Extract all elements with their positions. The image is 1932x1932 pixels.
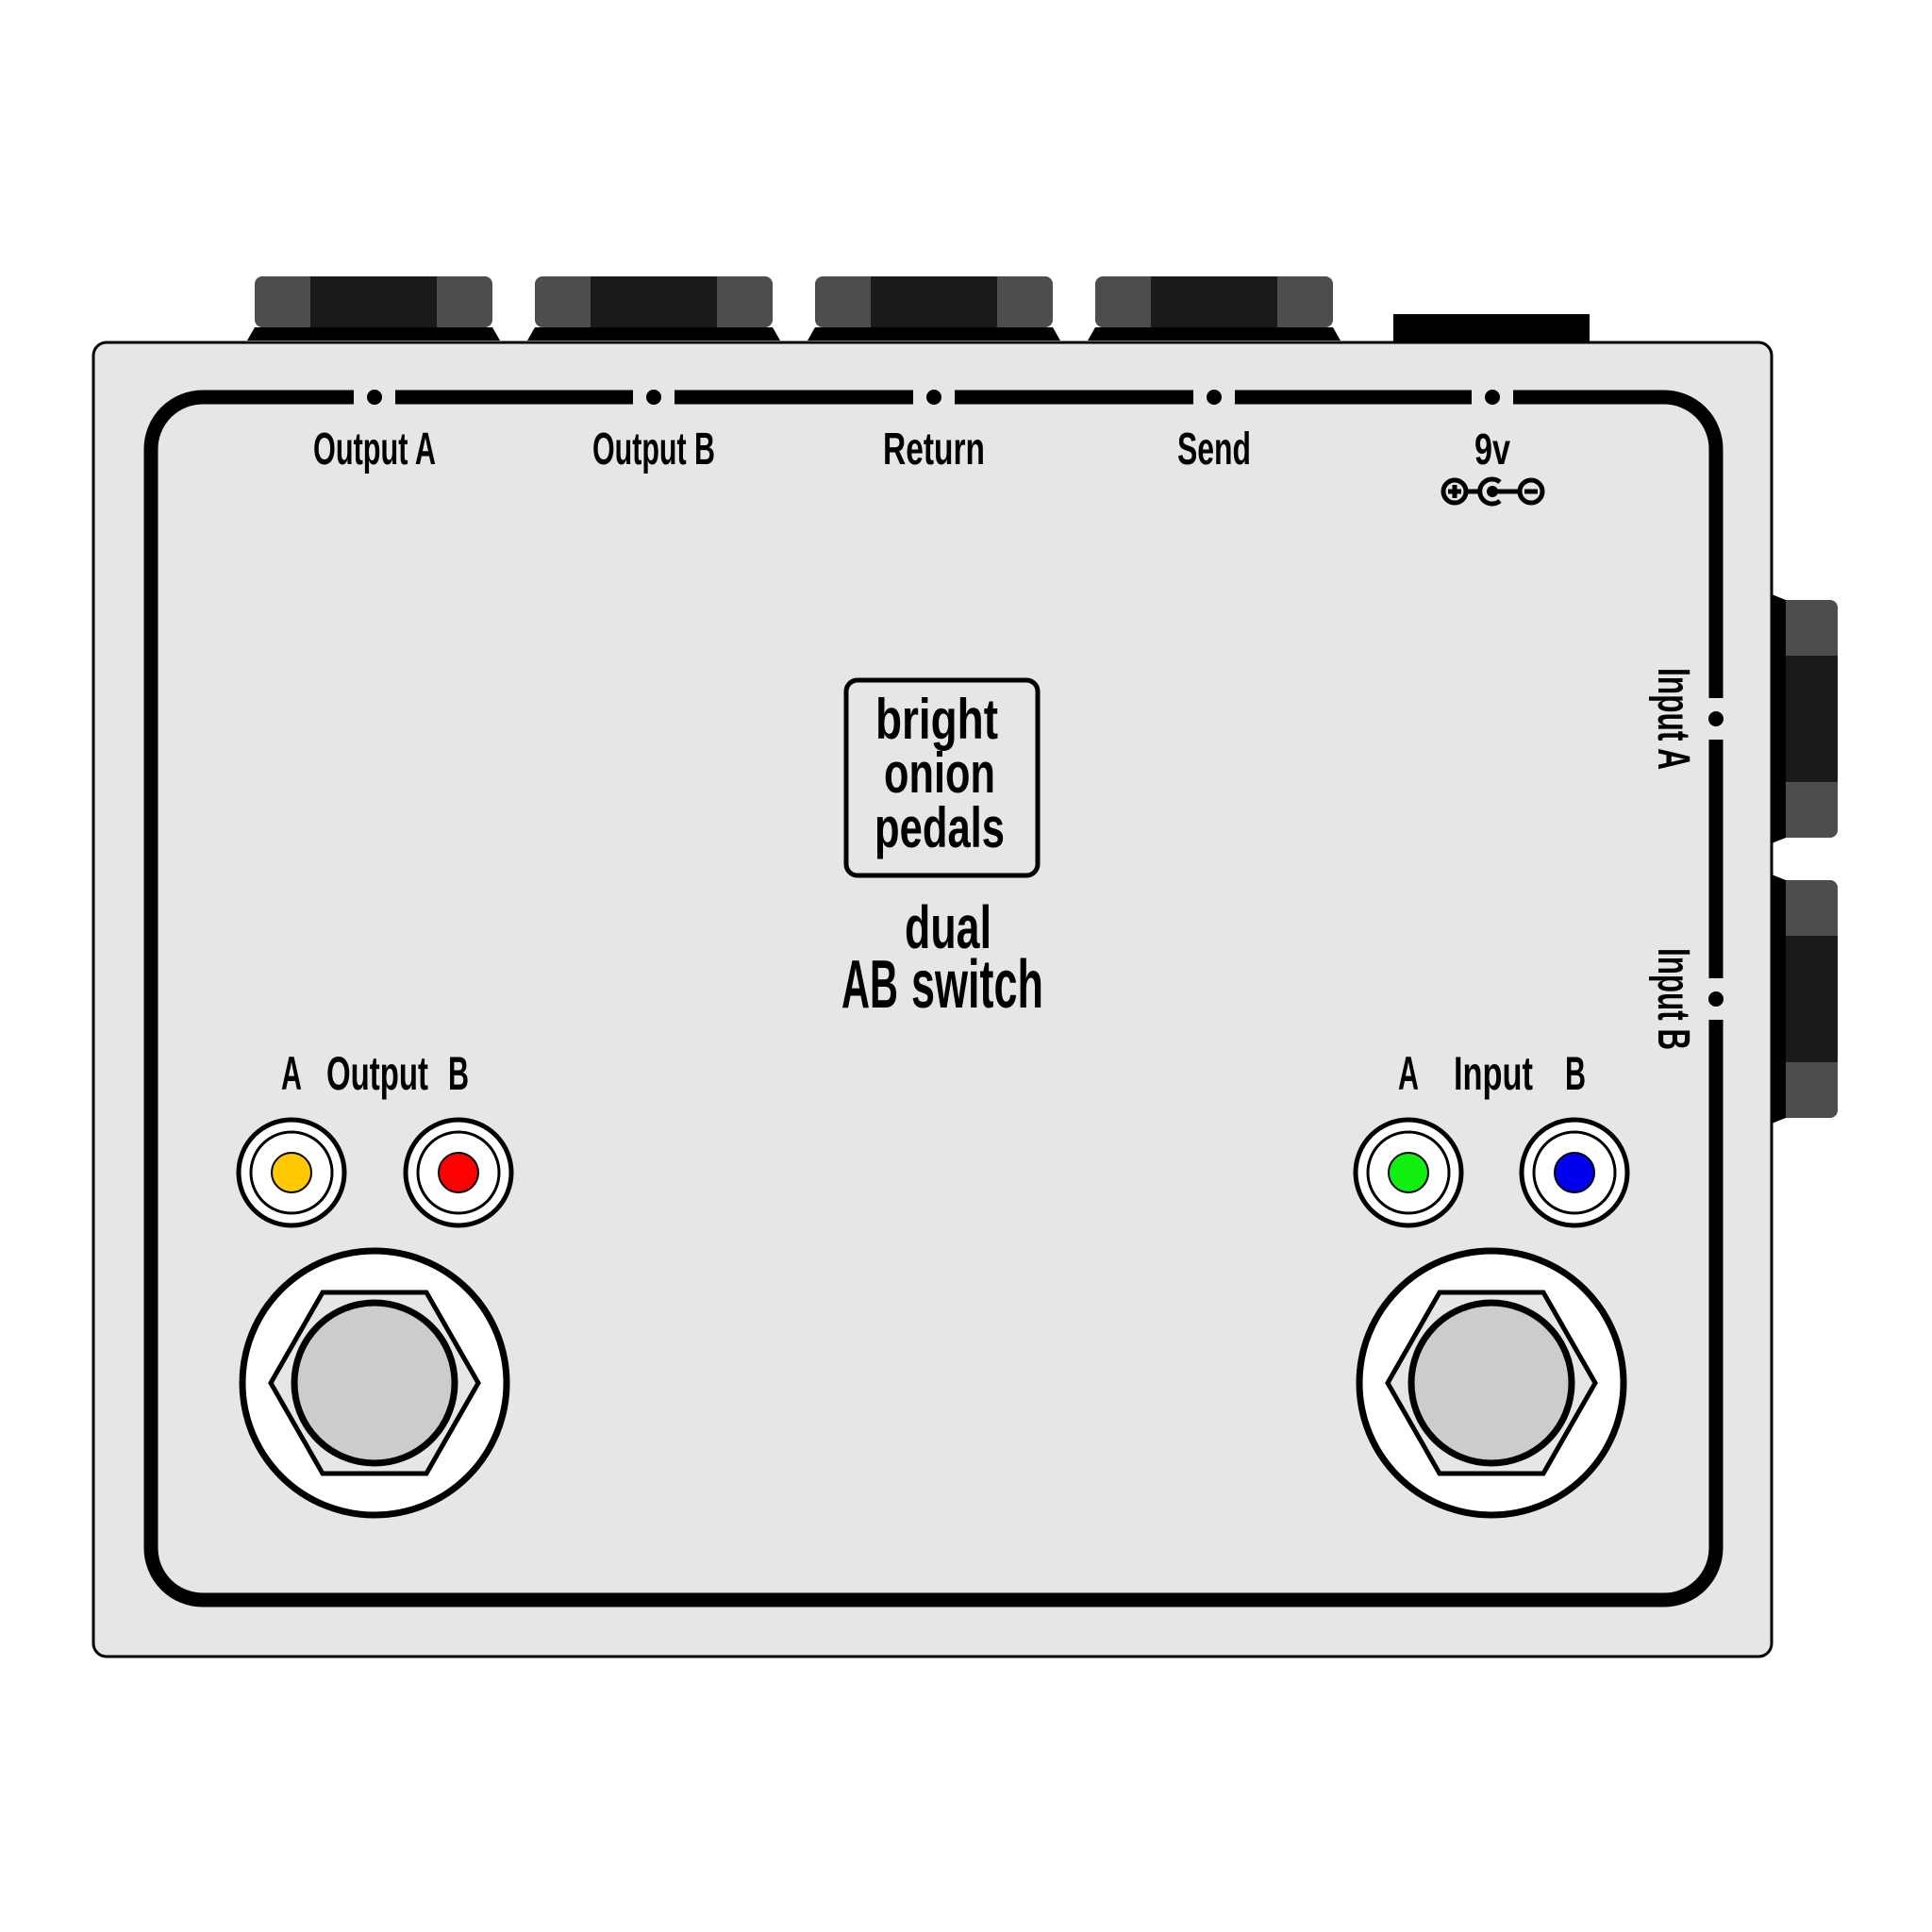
brand-logo: bright onion pedals: [843, 677, 1041, 878]
label-input-title: Input: [1454, 1047, 1533, 1100]
label-send: Send: [1177, 425, 1251, 475]
led-output-b-light: [438, 1152, 479, 1193]
dc-polarity-icon: [1441, 476, 1545, 507]
jack-output-a[interactable]: [247, 276, 500, 341]
label-output-led-b: B: [448, 1047, 469, 1100]
jack-return[interactable]: [808, 276, 1060, 341]
jack-input-a[interactable]: [1772, 594, 1838, 843]
label-input-b: Input B: [1648, 948, 1698, 1050]
logo-line-onion: onion: [884, 741, 995, 805]
label-9v: 9v: [1474, 425, 1510, 474]
product-ab: AB: [841, 947, 898, 1023]
led-output-a-light: [271, 1152, 312, 1193]
label-output-led-a: A: [281, 1047, 302, 1100]
enclosure: [92, 341, 1774, 1658]
label-output-b: Output B: [592, 425, 715, 475]
jack-send[interactable]: [1088, 276, 1341, 341]
led-input-b-light: [1554, 1152, 1595, 1193]
jack-input-b[interactable]: [1772, 874, 1838, 1124]
top-jack-markers: [354, 387, 1513, 408]
label-output-title: Output: [326, 1047, 428, 1100]
label-return: Return: [883, 425, 985, 475]
label-input-led-a: A: [1398, 1047, 1419, 1100]
footswitch-output[interactable]: [239, 1247, 510, 1519]
led-input-b: [1519, 1117, 1630, 1228]
dc-power-jack[interactable]: [1393, 314, 1590, 342]
product-name: dual AB switch: [841, 893, 1043, 1023]
led-input-a: [1353, 1117, 1464, 1228]
logo-line-bright: bright: [875, 688, 998, 751]
product-switch: switch: [911, 947, 1043, 1023]
led-output-b: [403, 1117, 514, 1228]
led-input-a-light: [1388, 1152, 1429, 1193]
product-dual: dual: [905, 893, 991, 961]
led-output-a: [236, 1117, 347, 1228]
footswitch-output-cap: [291, 1299, 458, 1467]
label-input-a: Input A: [1648, 668, 1698, 770]
label-output-a: Output A: [313, 425, 436, 475]
footswitch-input[interactable]: [1356, 1247, 1627, 1519]
jack-output-b[interactable]: [527, 276, 780, 341]
logo-line-pedals: pedals: [874, 796, 1005, 859]
label-input-led-b: B: [1565, 1047, 1586, 1100]
side-jack-markers: [1706, 698, 1726, 1020]
footswitch-input-cap: [1407, 1299, 1575, 1467]
